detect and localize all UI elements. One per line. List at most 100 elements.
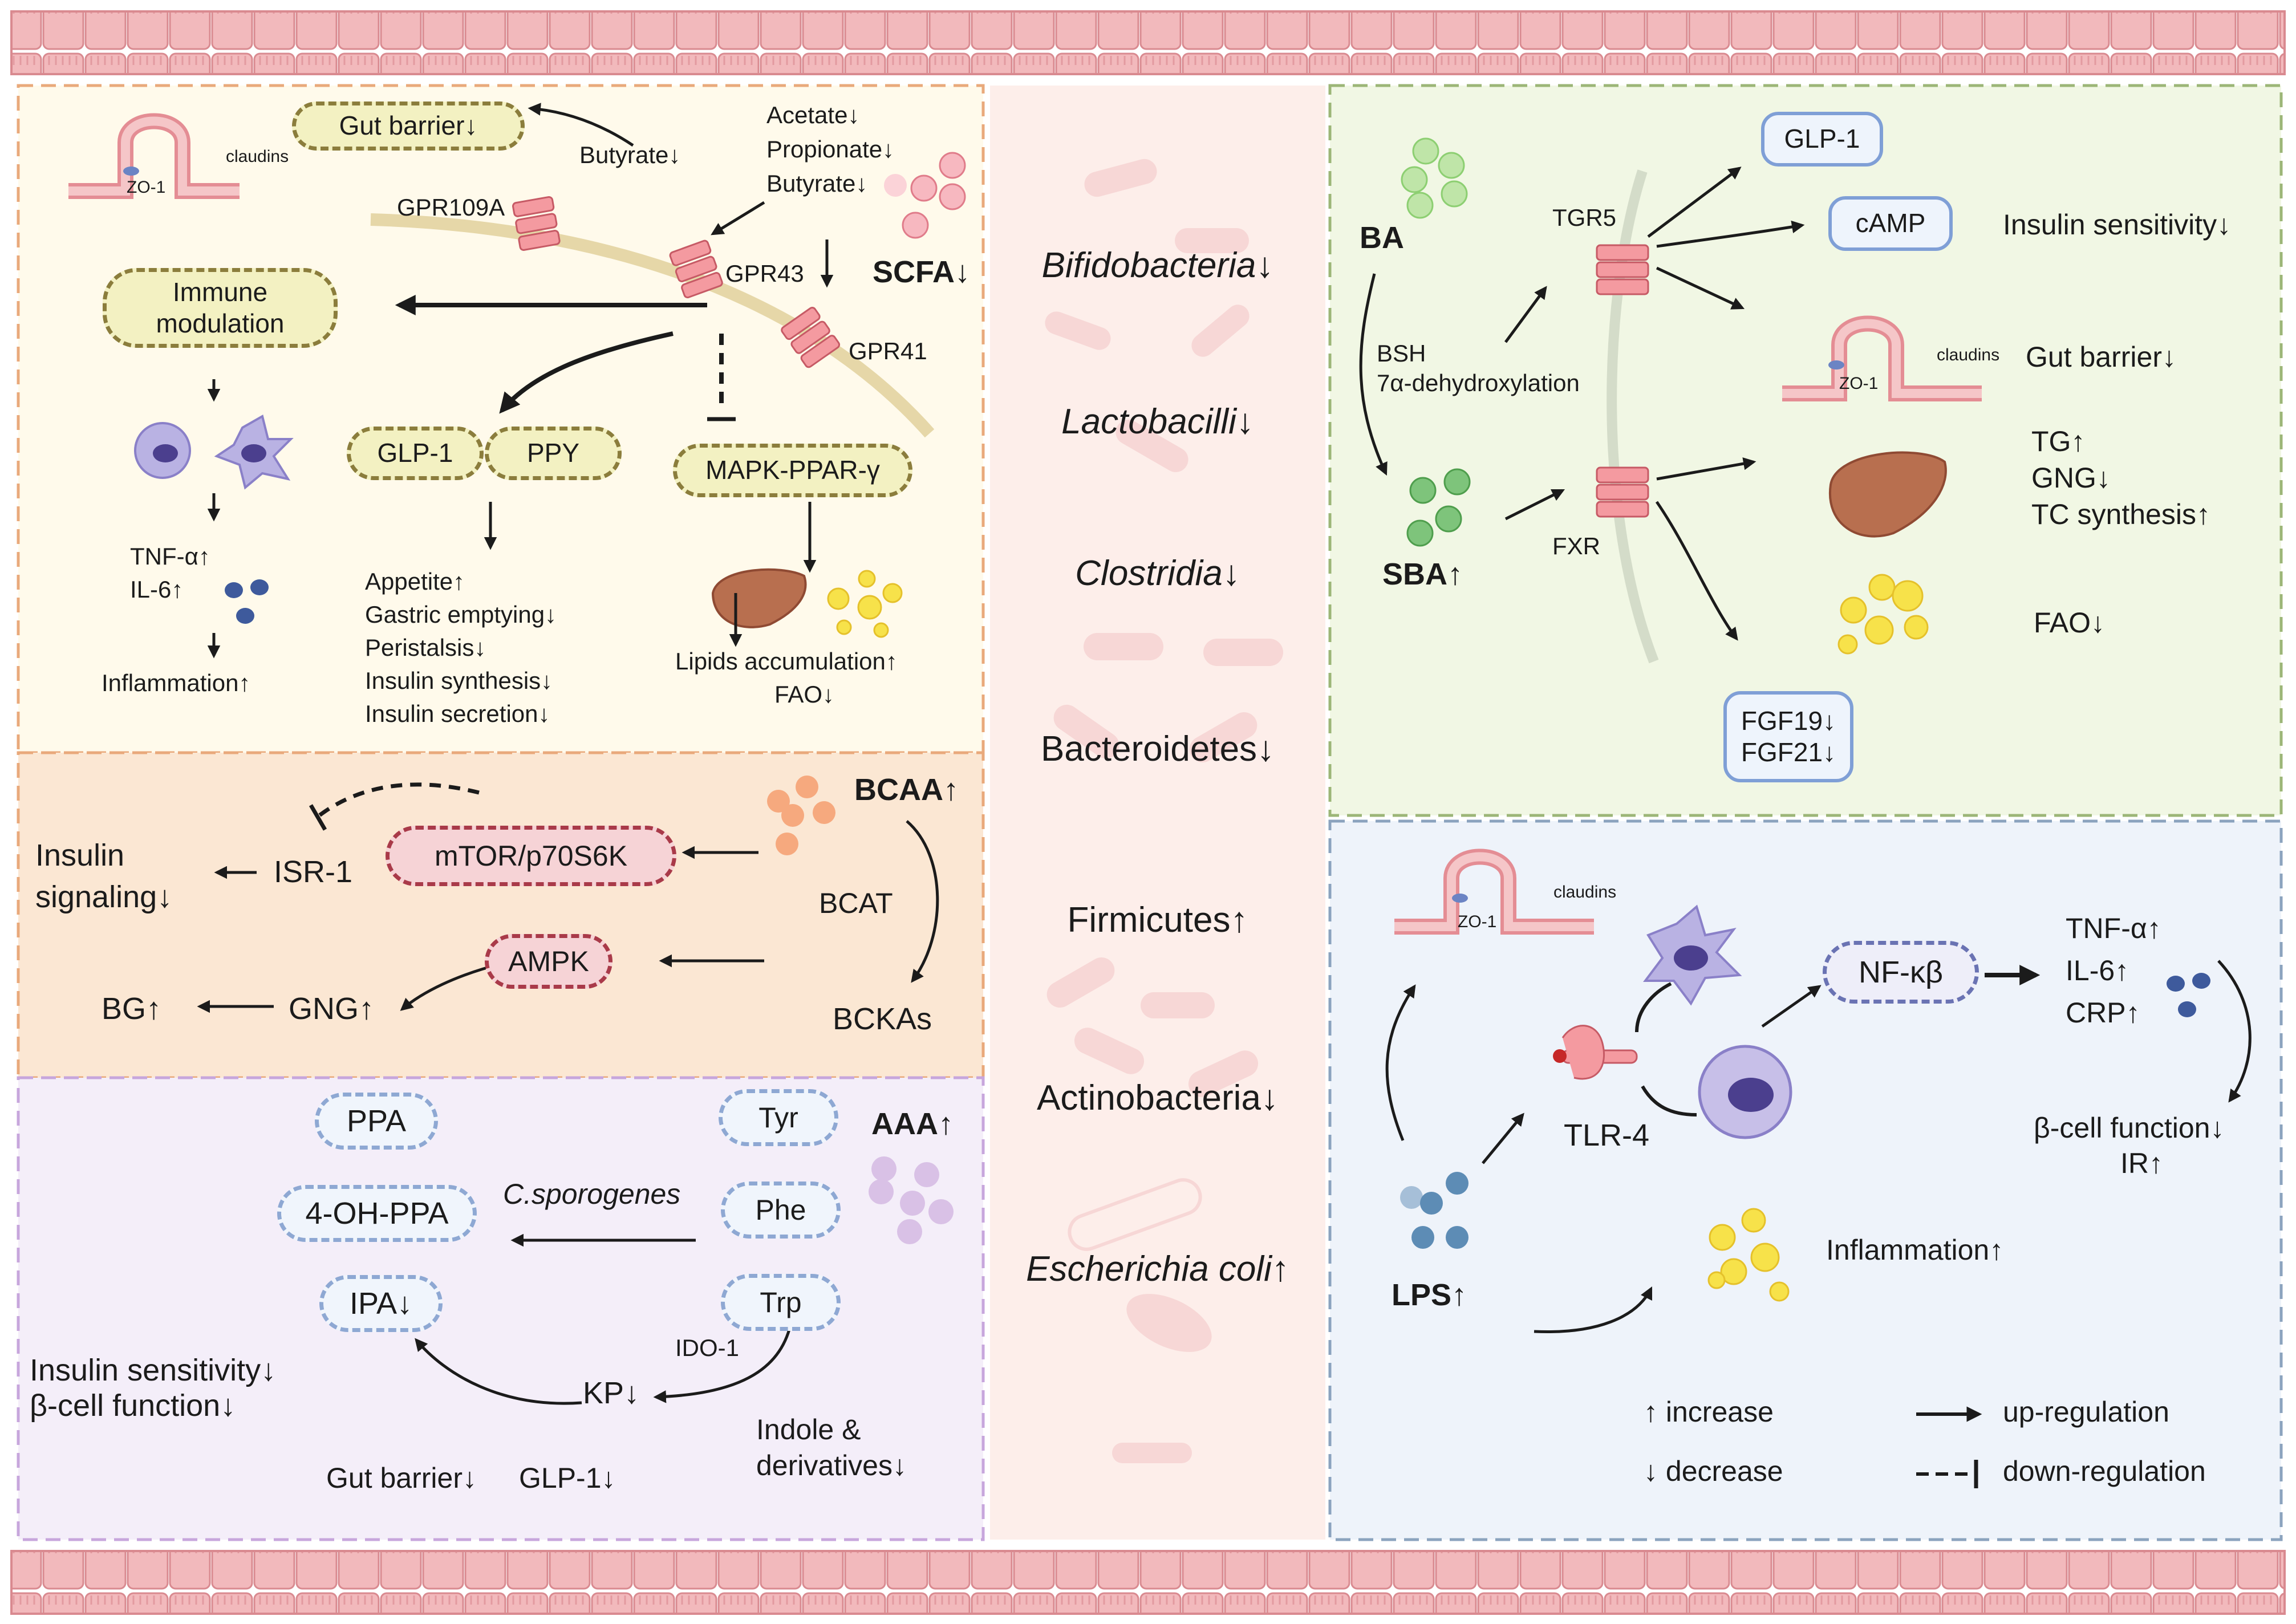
ba-label: BA — [1360, 221, 1404, 255]
fxr-label: FXR — [1552, 533, 1600, 559]
bcaa-particles — [767, 776, 835, 855]
tlr4-receptor — [1553, 1025, 1638, 1080]
tyr-pill: Tyr — [719, 1089, 838, 1146]
tnf-alpha-label: TNF-α↑ — [130, 543, 210, 570]
ampk-pill: AMPK — [485, 934, 612, 989]
bsh-label: BSH — [1377, 340, 1426, 367]
lps-arrows — [1385, 960, 2252, 1334]
tnf-alpha-lps-label: TNF-α↑ — [2066, 912, 2161, 944]
lps-label: LPS↑ — [1392, 1278, 1467, 1312]
dehydroxylation-label: 7α-dehydroxylation — [1377, 370, 1580, 396]
cytokines-scfa — [225, 579, 269, 624]
mapk-ppar-pill: MAPK-PPAR-γ — [673, 444, 912, 497]
fgf19-label: FGF19↓ — [1741, 705, 1836, 736]
glp1-pill: GLP-1 — [347, 427, 484, 480]
villus-scfa — [68, 113, 240, 199]
acetate-label: Acetate↓ — [766, 102, 860, 128]
bckas-label: BCKAs — [833, 1002, 932, 1036]
bcaa-inhibit — [318, 782, 480, 817]
4-oh-ppa-pill: 4-OH-PPA — [277, 1185, 477, 1242]
gpr43-label: GPR43 — [725, 260, 804, 287]
macrophage-scfa — [134, 422, 191, 479]
c-sporogenes-label: C.sporogenes — [503, 1178, 681, 1210]
bcaa-title: BCAA↑ — [854, 773, 959, 807]
claudins-lps-label: claudins — [1553, 883, 1617, 902]
lps-particles — [1400, 1172, 1469, 1249]
aaa-particles — [869, 1156, 954, 1244]
fgf21-label: FGF21↓ — [1741, 737, 1836, 767]
fxr-receptor — [1596, 466, 1649, 518]
beta-cell-aaa-label: β-cell function↓ — [30, 1388, 236, 1423]
mtor-pill: mTOR/p70S6K — [386, 826, 676, 886]
legend-down-regulation: down-regulation — [2003, 1455, 2206, 1487]
lipid-droplets-ba — [1837, 574, 1929, 655]
aaa-title: AAA↑ — [871, 1107, 954, 1141]
fgf-box: FGF19↓ FGF21↓ — [1723, 691, 1853, 782]
insulin-signaling-label: Insulin signaling↓ — [35, 838, 173, 914]
il6-lps-label: IL-6↑ — [2066, 955, 2129, 986]
scfa-title: SCFA↓ — [873, 255, 971, 289]
tg-label: TG↑ — [2031, 425, 2086, 457]
epithelium-bottom — [10, 1550, 2286, 1615]
fao-ba-label: FAO↓ — [2034, 607, 2106, 639]
legend-decrease: ↓ decrease — [1644, 1455, 1783, 1487]
lipid-droplets-scfa — [827, 570, 903, 638]
insulin-secretion-label: Insulin secretion↓ — [365, 700, 550, 727]
il6-label: IL-6↑ — [130, 576, 184, 603]
gng-label: GNG↑ — [289, 992, 375, 1026]
gpr43-receptor — [669, 239, 723, 299]
insulin-sensitivity-ba-label: Insulin sensitivity↓ — [2003, 209, 2232, 241]
tc-synthesis-label: TC synthesis↑ — [2031, 498, 2210, 530]
villus-ba — [1782, 315, 1982, 401]
ido1-label: IDO-1 — [675, 1334, 740, 1361]
nfkb-pill: NF-κβ — [1823, 941, 1979, 1004]
gpr109a-label: GPR109A — [397, 194, 505, 221]
sba-particles — [1406, 468, 1471, 547]
gpr41-label: GPR41 — [849, 338, 927, 364]
villus-lps — [1394, 848, 1594, 935]
zo1-lps-label: ZO-1 — [1458, 912, 1497, 931]
scfa-membrane — [370, 213, 935, 438]
propionate-label: Propionate↓ — [766, 136, 895, 163]
cytokines-lps — [2167, 973, 2210, 1017]
lipids-accumulation-label: Lipids accumulation↑ — [675, 648, 898, 675]
epithelium-top — [10, 10, 2286, 75]
bcat-label: BCAT — [819, 887, 893, 919]
scfa-particles — [884, 152, 966, 239]
gng-ba-label: GNG↓ — [2031, 462, 2111, 494]
dendritic-cell-scfa — [214, 414, 294, 490]
liver-ba — [1828, 451, 1947, 538]
zo1-ba-label: ZO-1 — [1839, 374, 1879, 393]
lps-panel — [1328, 819, 2283, 1541]
crp-label: CRP↑ — [2066, 997, 2140, 1029]
glp1-ba-pill: GLP-1 — [1761, 112, 1883, 167]
lipid-droplets-lps — [1707, 1208, 1790, 1302]
ipa-pill: IPA↓ — [319, 1275, 443, 1332]
isr1-label: ISR-1 — [274, 855, 353, 889]
beta-cell-lps-label: β-cell function↓ — [2034, 1112, 2225, 1144]
gpr109a-receptor — [512, 196, 561, 251]
tlr4-label: TLR-4 — [1564, 1118, 1650, 1152]
ba-arrows — [1359, 167, 1805, 641]
gut-barrier-pill: Gut barrier↓ — [292, 102, 525, 151]
scfa-arrows — [207, 103, 834, 659]
butyrate-scfa-label: Butyrate↓ — [766, 170, 868, 197]
dendritic-cell-lps — [1643, 904, 1742, 1006]
tgr5-receptor — [1596, 244, 1649, 295]
peristalsis-label: Peristalsis↓ — [365, 634, 486, 661]
ba-membrane — [1607, 169, 1659, 664]
aaa-arrows — [415, 1233, 794, 1405]
appetite-label: Appetite↑ — [365, 568, 465, 595]
butyrate-label: Butyrate↓ — [579, 141, 681, 168]
insulin-synthesis-label: Insulin synthesis↓ — [365, 667, 553, 694]
gut-barrier-ba-label: Gut barrier↓ — [2026, 341, 2176, 373]
bacteria-item: Firmicutes↑ — [1067, 900, 1248, 940]
zo1-label: ZO-1 — [127, 178, 166, 197]
bacteria-item: Escherichia coli↑ — [1026, 1249, 1289, 1289]
sba-label: SBA↑ — [1382, 557, 1463, 591]
trp-pill: Trp — [721, 1274, 841, 1331]
claudins-label: claudins — [226, 147, 289, 166]
kp-label: KP↓ — [583, 1376, 640, 1410]
gastric-emptying-label: Gastric emptying↓ — [365, 601, 557, 628]
